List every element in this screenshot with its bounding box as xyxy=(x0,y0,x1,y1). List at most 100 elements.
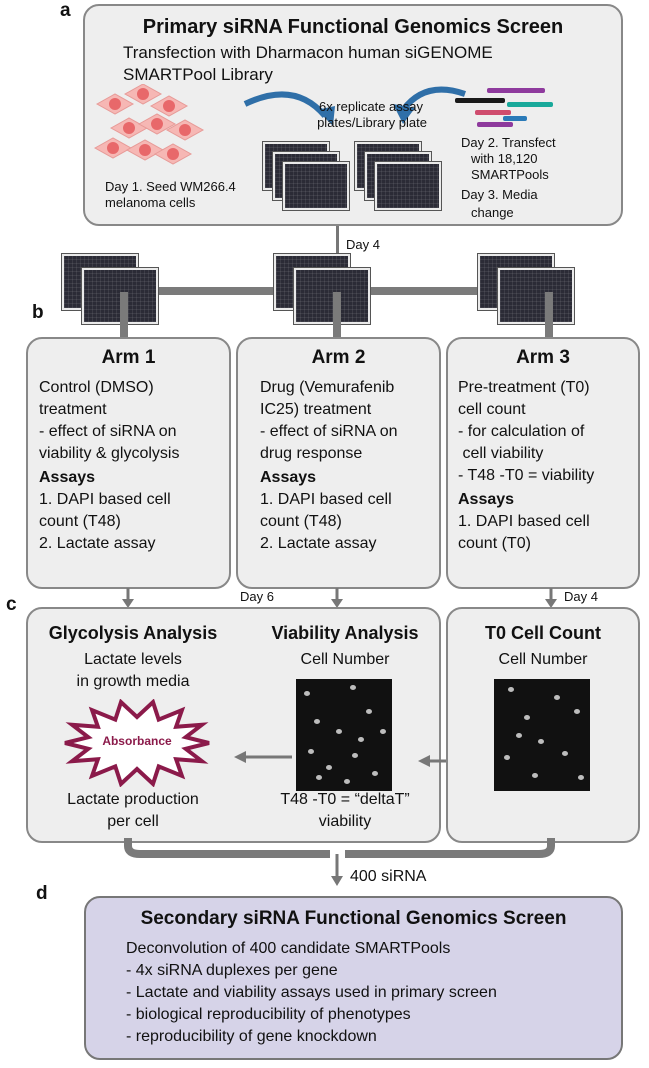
cell-nucleus xyxy=(380,729,386,734)
plate-pair-arm3 xyxy=(498,268,574,324)
primary-screen-title: Primary siRNA Functional Genomics Screen xyxy=(142,16,564,38)
sirna-duplex-bar xyxy=(507,102,553,107)
arm-2-line: Drug (Vemurafenib xyxy=(260,379,395,396)
arm-2-line: IC25) treatment xyxy=(260,401,372,418)
sirna-duplex-bar xyxy=(475,110,511,115)
panel-label-d: d xyxy=(36,883,48,904)
bus-drop xyxy=(333,292,341,338)
secondary-screen-title: Secondary siRNA Functional Genomics Scre… xyxy=(140,908,567,929)
glycolysis-line-2: in growth media xyxy=(76,673,190,690)
day4-label-c: Day 4 xyxy=(564,589,598,604)
cell-nucleus xyxy=(508,687,514,692)
cell-nucleus xyxy=(532,773,538,778)
day2-text-3: SMARTPools xyxy=(471,167,549,182)
viability-microscopy-image xyxy=(296,679,392,791)
day3-text-2: change xyxy=(471,205,514,220)
day3-text-1: Day 3. Media xyxy=(461,187,538,202)
secondary-line: - biological reproducibility of phenotyp… xyxy=(126,1006,411,1023)
cell xyxy=(165,119,205,141)
arm-1-title: Arm 1 xyxy=(101,347,156,368)
arm-3-line: - for calculation of xyxy=(458,423,585,440)
assay-plate xyxy=(283,162,349,210)
t0-subtitle: Cell Number xyxy=(498,651,588,668)
cell xyxy=(95,93,135,115)
funnel-connector xyxy=(124,838,555,886)
replicate-text-1: 6x replicate assay xyxy=(318,99,424,114)
replicate-text-2: plates/Library plate xyxy=(317,115,427,130)
arm-1-assay: 2. Lactate assay xyxy=(39,535,156,552)
cell-nucleus xyxy=(538,739,544,744)
cell-nucleus xyxy=(336,729,342,734)
day4-label: Day 4 xyxy=(346,237,380,252)
cell-nucleus xyxy=(358,737,364,742)
arrow-head-left xyxy=(317,106,335,126)
day1-text-1: Day 1. Seed WM266.4 xyxy=(105,179,236,194)
arm-3-line: Pre-treatment (T0) xyxy=(458,379,590,396)
panel-label-c: c xyxy=(6,594,17,615)
bus-drop xyxy=(120,292,128,338)
sirna-duplex-bar xyxy=(503,116,527,121)
sirna-duplex-bar xyxy=(487,88,545,93)
panel-label-a: a xyxy=(60,0,71,21)
arm-3-assays-heading: Assays xyxy=(458,491,515,508)
lactate-line-1: Lactate production xyxy=(67,791,199,808)
absorbance-burst xyxy=(64,699,210,787)
absorbance-label: Absorbance xyxy=(102,734,172,748)
arm-2-assay: count (T48) xyxy=(260,513,342,530)
primary-screen-subtitle-1: Transfection with Dharmacon human siGENO… xyxy=(123,43,493,62)
lactate-line-2: per cell xyxy=(107,813,159,830)
cell xyxy=(109,117,149,139)
cell xyxy=(125,139,165,161)
arm-2-assay: 2. Lactate assay xyxy=(260,535,377,552)
arm-3-assay: count (T0) xyxy=(458,535,531,552)
cell-nucleus xyxy=(554,695,560,700)
curved-arrows xyxy=(243,86,466,126)
arm-2-line: drug response xyxy=(260,445,363,462)
glycolysis-title: Glycolysis Analysis xyxy=(48,623,218,643)
arm-1-line: treatment xyxy=(39,401,107,418)
arm-2-title: Arm 2 xyxy=(311,347,366,368)
arm-2-assay: 1. DAPI based cell xyxy=(260,491,392,508)
panel-label-b: b xyxy=(32,302,44,323)
viability-title: Viability Analysis xyxy=(271,623,419,643)
arm-2-line: - effect of siRNA on xyxy=(260,423,398,440)
cell xyxy=(93,137,133,159)
t0-title: T0 Cell Count xyxy=(485,623,601,643)
viability-line-2: viability xyxy=(318,813,372,830)
bus-drop xyxy=(545,292,553,338)
arm-3-assay: 1. DAPI based cell xyxy=(458,513,590,530)
cell-nucleus xyxy=(316,775,322,780)
arms-to-analysis-arrows xyxy=(122,588,557,608)
sirna-duplexes-illustration xyxy=(455,88,553,127)
t0-microscopy-image xyxy=(494,679,590,791)
secondary-line: - 4x siRNA duplexes per gene xyxy=(126,962,338,979)
connector-line xyxy=(336,226,339,276)
arm-1-box: Arm 1 Control (DMSO) treatment - effect … xyxy=(26,337,231,589)
arrow-head-right xyxy=(393,104,415,124)
secondary-line: - reproducibility of gene knockdown xyxy=(126,1028,377,1045)
cell xyxy=(137,113,177,135)
arrow-to-glycolysis xyxy=(234,751,292,763)
secondary-line: Deconvolution of 400 candidate SMARTPool… xyxy=(126,940,451,957)
cell-nucleus xyxy=(366,709,372,714)
arm-2-assays-heading: Assays xyxy=(260,469,317,486)
cell-nucleus xyxy=(308,749,314,754)
arm-1-line: viability & glycolysis xyxy=(39,445,180,462)
arm-1-line: - effect of siRNA on xyxy=(39,423,177,440)
melanoma-cells-illustration xyxy=(93,84,205,165)
plate-pair-arm2 xyxy=(294,268,370,324)
cell-nucleus xyxy=(524,715,530,720)
cell xyxy=(123,84,163,105)
arm-1-assays-heading: Assays xyxy=(39,469,96,486)
arm-3-line: cell count xyxy=(458,401,526,418)
day6-label: Day 6 xyxy=(240,589,274,604)
viability-line-1: T48 -T0 = “deltaT” xyxy=(280,791,410,808)
arm-3-line: - T48 -T0 = viability xyxy=(458,467,595,484)
secondary-screen-box: Secondary siRNA Functional Genomics Scre… xyxy=(84,896,623,1060)
t0-cell-count-box: T0 Cell Count Cell Number xyxy=(446,607,640,843)
sirna-duplex-bar xyxy=(477,122,513,127)
secondary-line: - Lactate and viability assays used in p… xyxy=(126,984,497,1001)
analysis-box: Glycolysis Analysis Lactate levels in gr… xyxy=(26,607,441,843)
glycolysis-line-1: Lactate levels xyxy=(84,651,182,668)
day1-text-2: melanoma cells xyxy=(105,195,196,210)
